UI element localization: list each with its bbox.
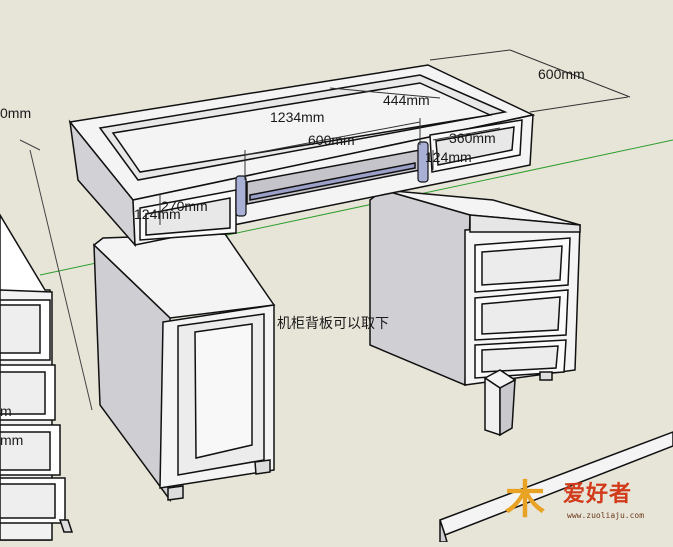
dim-left-edge-top: 0mm bbox=[0, 105, 32, 121]
left-dimension-lines bbox=[19, 139, 93, 411]
dim-drawer-height-right: 124mm bbox=[425, 149, 472, 165]
dim-drawer-width: 600mm bbox=[308, 132, 355, 148]
dim-side-depth: 444mm bbox=[383, 92, 430, 108]
table-top[interactable] bbox=[68, 64, 536, 248]
watermark-url: www.zuoliaju.com bbox=[567, 511, 645, 520]
left-handle bbox=[235, 175, 247, 217]
dim-left-edge-low: mm bbox=[0, 432, 24, 448]
watermark-logo: 木 爱好者 www.zuoliaju.com bbox=[505, 480, 665, 528]
dim-depth-top: 600mm bbox=[538, 66, 585, 82]
dim-left-edge-mid: m bbox=[0, 403, 12, 419]
dim-drawer-side: 360mm bbox=[449, 130, 496, 146]
dimension-lines bbox=[159, 49, 631, 225]
right-handle bbox=[417, 141, 429, 183]
dim-left-small: 270mm bbox=[161, 198, 208, 214]
loose-board[interactable] bbox=[439, 431, 673, 543]
dim-drawer-height-left: 124mm bbox=[134, 206, 181, 222]
drawer-handles[interactable] bbox=[235, 141, 429, 217]
left-pedestal[interactable] bbox=[92, 233, 276, 503]
left-cabinet-partial[interactable] bbox=[0, 213, 74, 541]
dim-total-width: 1234mm bbox=[270, 109, 325, 125]
loose-leg-block[interactable] bbox=[483, 369, 517, 437]
annotation-back-panel: 机柜背板可以取下 bbox=[277, 316, 389, 332]
right-pedestal[interactable] bbox=[369, 189, 581, 387]
watermark-name: 爱好者 bbox=[563, 482, 633, 507]
watermark-glyph: 木 bbox=[505, 477, 545, 523]
